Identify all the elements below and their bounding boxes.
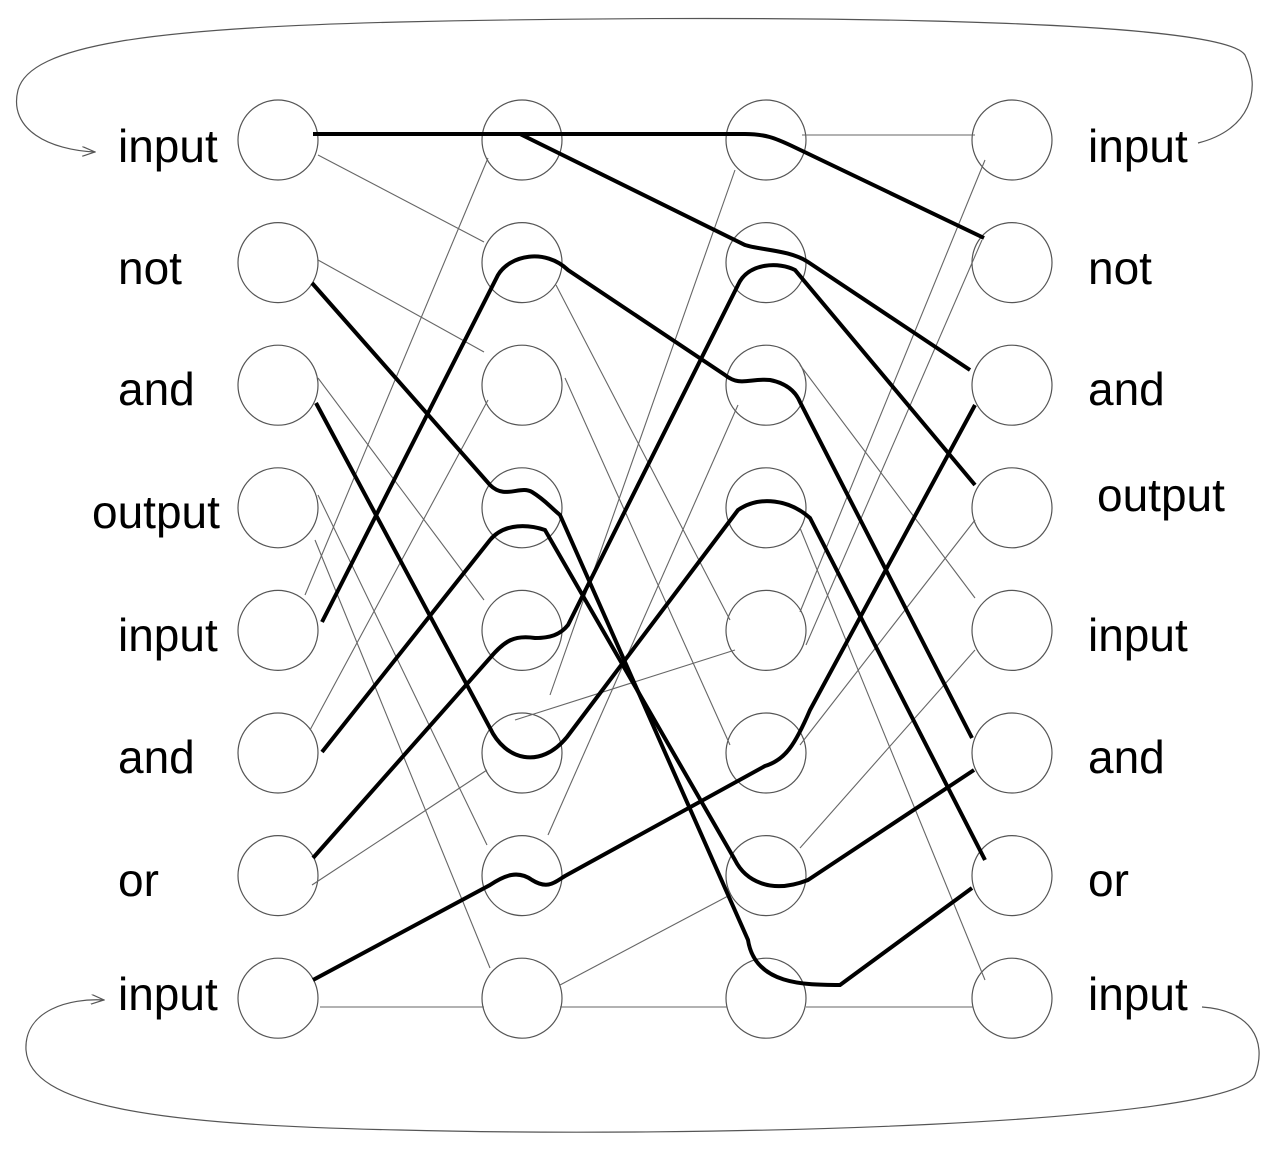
right-label: input — [1088, 120, 1188, 172]
node-circle — [481, 222, 563, 304]
thin-connection — [559, 894, 731, 986]
thin-connection — [805, 239, 983, 646]
node-circle — [971, 467, 1053, 549]
node-circle — [237, 99, 319, 181]
right-label: input — [1088, 968, 1188, 1020]
left-label: or — [118, 854, 159, 906]
bottom-feedback-loop — [25, 1000, 1260, 1133]
node-circle — [481, 712, 563, 794]
thin-connection — [549, 169, 736, 696]
left-label: and — [118, 731, 195, 783]
labels: input not and output input and or input … — [92, 120, 1225, 1020]
right-label: and — [1088, 363, 1165, 415]
node-circle — [237, 589, 319, 672]
thin-connection — [547, 404, 739, 836]
thin-connection — [317, 154, 485, 243]
node-circle — [725, 712, 807, 794]
thin-connection — [799, 519, 976, 746]
node-circle — [971, 957, 1053, 1039]
node-circle — [237, 957, 319, 1039]
node-circle — [725, 834, 807, 917]
node-circle — [725, 344, 807, 426]
active-connection — [311, 263, 977, 860]
node-circle — [481, 344, 563, 426]
node-circle — [237, 712, 319, 794]
left-label: and — [118, 363, 195, 415]
active-connection — [314, 402, 987, 861]
active-connections — [310, 132, 987, 988]
thin-connection — [564, 377, 731, 746]
node-circle — [725, 222, 807, 304]
active-connection — [313, 132, 985, 240]
node-circle — [237, 467, 319, 549]
node-circle — [481, 589, 563, 672]
node-circle — [971, 222, 1053, 304]
active-connection — [320, 254, 974, 739]
node-circle — [971, 834, 1053, 917]
right-label: and — [1088, 731, 1165, 783]
node-circle — [971, 344, 1053, 426]
node-circle — [481, 957, 563, 1039]
thin-connection — [555, 284, 731, 621]
node-circle — [725, 589, 807, 672]
right-label: or — [1088, 854, 1129, 906]
left-label: not — [118, 242, 182, 294]
right-label: input — [1088, 609, 1188, 661]
thin-connection — [317, 494, 488, 846]
left-label: input — [118, 609, 218, 661]
node-circle — [971, 712, 1053, 794]
thin-connection — [317, 377, 485, 601]
right-label: not — [1088, 242, 1152, 294]
node-circle — [237, 344, 319, 426]
active-connection — [312, 404, 977, 982]
thin-connection — [317, 259, 485, 353]
node-circle — [237, 222, 319, 304]
thin-connection — [799, 364, 976, 599]
node-circle — [971, 589, 1053, 672]
active-connection — [519, 132, 972, 372]
thin-connection — [799, 527, 986, 981]
thin-connection — [311, 769, 488, 886]
node-circle — [237, 834, 319, 917]
node-circle — [481, 99, 563, 181]
node-circle — [725, 467, 807, 549]
right-label: output — [1097, 469, 1225, 521]
node-grid — [237, 99, 1053, 1039]
top-feedback-loop — [15, 17, 1253, 152]
thin-connection — [514, 649, 736, 721]
active-connection — [320, 524, 976, 889]
thin-connection — [309, 399, 489, 731]
left-label: input — [118, 120, 218, 172]
node-circle — [971, 99, 1053, 181]
left-label: input — [118, 968, 218, 1020]
active-connection — [310, 281, 974, 988]
node-circle — [725, 99, 807, 181]
left-label: output — [92, 486, 220, 538]
